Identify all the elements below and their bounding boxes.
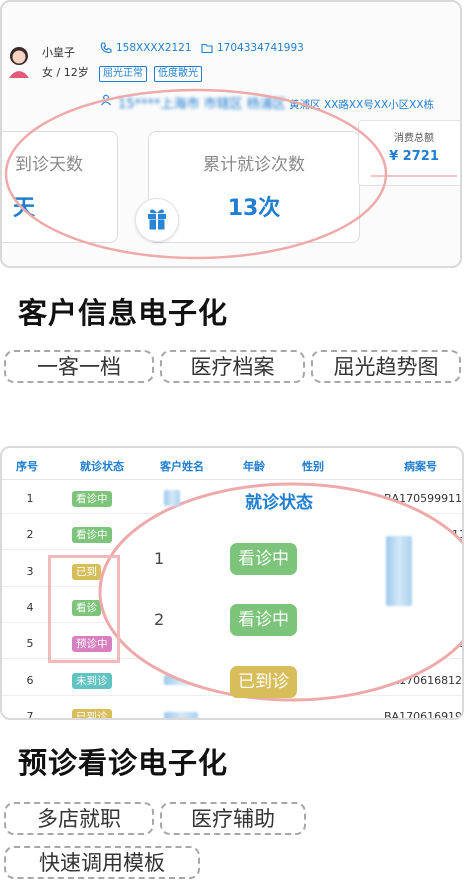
avatar-icon	[9, 47, 29, 78]
status-badge[interactable]: 已到诊	[72, 709, 112, 718]
pixelated-zoom-record	[386, 536, 412, 606]
record-number: 5818	[438, 601, 464, 614]
total-visits-box: 累计就诊次数 13次	[148, 131, 360, 243]
row-seq: 7	[26, 710, 34, 720]
chip-refraction-trend[interactable]: 屈光趋势图	[311, 350, 461, 383]
record-number: 5999115	[424, 528, 462, 541]
total-spend-value: ¥ 2721	[389, 149, 439, 164]
row-seq: 2	[26, 528, 34, 541]
section2-heading: 预诊看诊电子化	[18, 746, 229, 780]
spend-underline	[371, 175, 457, 177]
col-status-header: 就诊状态	[80, 460, 124, 473]
chip-medical-assist[interactable]: 医疗辅助	[160, 802, 306, 835]
gift-button[interactable]	[135, 198, 179, 242]
record-number: BA1706168122	[384, 674, 464, 687]
visit-days-box: 到诊天数 天	[2, 131, 118, 243]
customer-profile-card: 小皇子 女 / 12岁 158XXXX2121 1704334741993 屈光…	[0, 0, 462, 268]
zoom-row1-seq: 1	[154, 549, 165, 568]
total-spend-box: 消费总额 ¥ 2721	[358, 120, 460, 186]
zoom-status-badge-1: 看诊中	[230, 543, 297, 575]
row-seq: 1	[26, 492, 34, 505]
tag-astigmatism: 低度散光	[154, 66, 202, 82]
total-visits-value: 13次	[227, 196, 281, 221]
zoom-row2-seq: 2	[154, 610, 165, 629]
col-name-header: 客户姓名	[160, 460, 204, 473]
record-number: 706168051	[403, 637, 464, 650]
col-seq-header: 序号	[16, 460, 38, 473]
row-seq: 3	[26, 565, 34, 578]
tag-refraction: 屈光正常	[99, 66, 147, 82]
chip-one-customer-one-file[interactable]: 一客一档	[4, 350, 154, 383]
folder-icon	[201, 43, 213, 54]
row-divider	[2, 513, 462, 514]
pixelated-name	[164, 675, 198, 685]
address-blurred: 15****上海市 市辖区 杨浦区	[118, 97, 286, 112]
chip-medical-records[interactable]: 医疗档案	[160, 350, 305, 383]
record-number: BA1706169198	[384, 710, 464, 720]
status-highlight-box	[48, 555, 120, 663]
row-seq: 5	[26, 637, 34, 650]
col-record-header: 病案号	[404, 460, 437, 473]
visit-days-value: 天	[13, 196, 36, 221]
zoom-status-title: 就诊状态	[245, 493, 313, 513]
record-number: 122	[440, 565, 461, 578]
chip-quick-template[interactable]: 快速调用模板	[4, 846, 200, 879]
customer-name: 小皇子	[42, 46, 75, 59]
chip-multi-store[interactable]: 多店就职	[4, 802, 154, 835]
zoom-status-badge-2: 看诊中	[230, 604, 297, 636]
status-badge[interactable]: 未到诊	[72, 673, 112, 689]
status-badge[interactable]: 已到	[72, 564, 101, 580]
address-detail: 黄浦区 XX路XX号XX小区XX栋	[289, 99, 435, 111]
status-badge[interactable]: 看诊中	[72, 491, 112, 507]
person-icon	[101, 94, 111, 106]
row-seq: 6	[26, 674, 34, 687]
customer-id-number: 1704334741993	[217, 42, 304, 54]
row-seq: 4	[26, 601, 34, 614]
zoom-status-badge-3: 已到诊	[230, 666, 297, 698]
header-divider	[2, 479, 462, 480]
status-badge[interactable]: 看诊	[72, 600, 101, 616]
total-visits-label: 累计就诊次数	[203, 155, 305, 175]
col-gender-header: 性别	[302, 460, 324, 473]
col-age-header: 年龄	[243, 460, 265, 473]
customer-address: 15****上海市 市辖区 杨浦区 黄浦区 XX路XX号XX小区XX栋	[118, 93, 434, 112]
section1-heading: 客户信息电子化	[18, 296, 229, 330]
status-badge[interactable]: 看诊中	[72, 527, 112, 543]
gift-icon	[148, 209, 166, 230]
pixelated-name	[164, 712, 198, 718]
pixelated-name	[164, 490, 180, 506]
total-spend-label: 消费总额	[394, 133, 434, 144]
visit-days-label: 到诊天数	[15, 155, 83, 175]
record-number: BA1705999115	[384, 492, 464, 505]
customer-gender-age: 女 / 12岁	[42, 66, 89, 79]
customer-phone: 158XXXX2121	[116, 42, 192, 54]
phone-icon	[100, 42, 112, 53]
